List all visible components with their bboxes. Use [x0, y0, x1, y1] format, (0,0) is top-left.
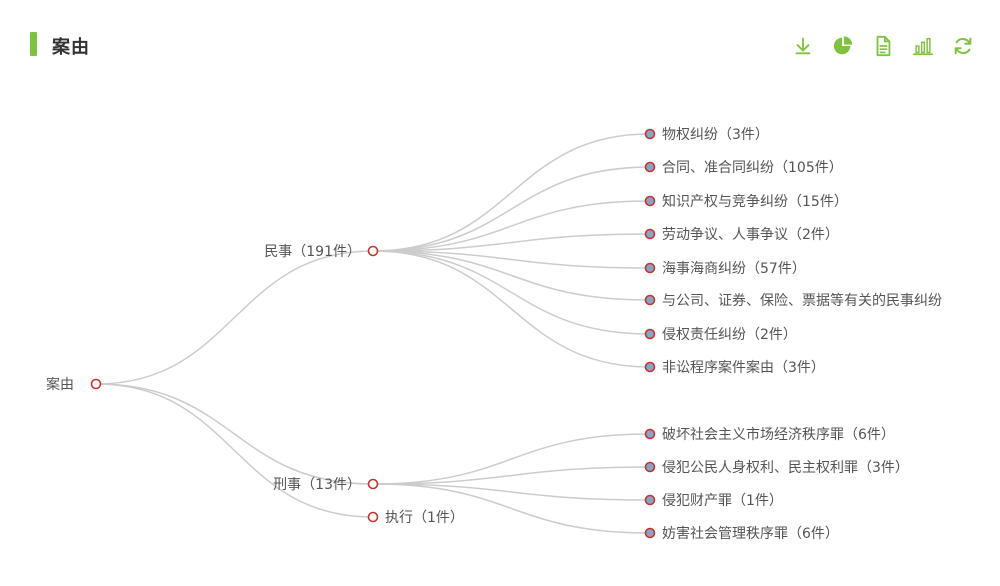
chart-toolbar: [776, 33, 976, 59]
node-label: 案由: [46, 376, 74, 393]
pie-chart-icon[interactable]: [830, 33, 856, 59]
bar-chart-icon[interactable]: [910, 33, 936, 59]
tree-node-leaf[interactable]: 妨害社会管理秩序罪（6件）: [644, 526, 839, 542]
node-marker: [644, 328, 656, 340]
node-label: 民事（191件）: [264, 244, 361, 260]
tree-node-leaf[interactable]: 侵犯公民人身权利、民主权利罪（3件）: [644, 459, 909, 476]
document-icon[interactable]: [870, 33, 896, 59]
tree-node-leaf[interactable]: 海事海商纠纷（57件）: [644, 261, 806, 277]
tree-node-leaf[interactable]: 侵犯财产罪（1件）: [644, 492, 783, 509]
panel-header: 案由: [0, 0, 1000, 90]
tree-node-leaf[interactable]: 知识产权与竞争纠纷（15件）: [644, 193, 848, 210]
node-label: 劳动争议、人事争议（2件）: [662, 227, 839, 243]
node-marker: [644, 228, 656, 240]
tree-node-leaf[interactable]: 破坏社会主义市场经济秩序罪（6件）: [644, 426, 895, 443]
tree-node-branch[interactable]: 民事（191件）: [264, 244, 379, 260]
tree-link: [372, 200, 651, 252]
tree-node-root[interactable]: 案由: [46, 376, 102, 393]
tree-link: [372, 250, 651, 368]
node-label: 合同、准合同纠纷（105件）: [662, 160, 843, 176]
node-marker: [644, 128, 656, 140]
tree-links: [95, 133, 651, 534]
refresh-icon[interactable]: [950, 33, 976, 59]
tree-link: [372, 233, 651, 252]
node-marker: [90, 378, 102, 390]
node-marker: [367, 478, 379, 490]
tree-node-leaf[interactable]: 非讼程序案件案由（3件）: [644, 359, 825, 376]
tree-link: [95, 383, 374, 485]
tree-node-leaf[interactable]: 侵权责任纠纷（2件）: [644, 326, 797, 343]
node-label: 刑事（13件）: [273, 477, 361, 493]
node-label: 与公司、证券、保险、票据等有关的民事纠纷: [662, 292, 942, 309]
tree-link: [372, 433, 651, 485]
node-label: 破坏社会主义市场经济秩序罪（6件）: [662, 426, 895, 443]
tree-node-leaf[interactable]: 合同、准合同纠纷（105件）: [644, 160, 843, 176]
node-marker: [644, 361, 656, 373]
node-marker: [644, 294, 656, 306]
node-label: 执行（1件）: [385, 510, 464, 526]
node-label: 物权纠纷（3件）: [662, 127, 769, 143]
tree-link: [372, 250, 651, 301]
tree-node-leaf[interactable]: 劳动争议、人事争议（2件）: [644, 227, 839, 243]
tree-link: [372, 483, 651, 534]
node-marker: [644, 262, 656, 274]
title-accent-bar: [30, 32, 37, 56]
tree-link: [95, 383, 374, 518]
node-marker: [644, 461, 656, 473]
node-marker: [367, 245, 379, 257]
node-label: 妨害社会管理秩序罪（6件）: [662, 526, 839, 542]
tree-nodes: 案由 民事（191件） 物权纠纷（3件） 合同、准合同纠纷（105件） 知识产权与竞争纠…: [46, 127, 942, 542]
node-label: 侵犯公民人身权利、民主权利罪（3件）: [662, 459, 909, 476]
node-label: 海事海商纠纷（57件）: [662, 261, 806, 277]
tree-link: [372, 483, 651, 501]
tree-node-leaf[interactable]: 与公司、证券、保险、票据等有关的民事纠纷: [644, 292, 943, 309]
tree-link: [372, 250, 651, 335]
node-marker: [644, 428, 656, 440]
tree-node-leaf[interactable]: 物权纠纷（3件）: [644, 127, 769, 143]
node-label: 侵权责任纠纷（2件）: [662, 326, 797, 343]
node-marker: [644, 195, 656, 207]
node-marker: [644, 161, 656, 173]
tree-node-branch[interactable]: 执行（1件）: [367, 510, 464, 526]
tree-link: [372, 133, 651, 252]
tree-link: [372, 166, 651, 252]
panel-title: 案由: [52, 37, 90, 58]
node-marker: [644, 494, 656, 506]
tree-node-branch[interactable]: 刑事（13件）: [273, 477, 379, 493]
download-icon[interactable]: [790, 33, 816, 59]
tree-link: [372, 466, 651, 485]
node-marker: [367, 511, 379, 523]
node-marker: [644, 527, 656, 539]
node-label: 侵犯财产罪（1件）: [662, 492, 783, 509]
node-label: 知识产权与竞争纠纷（15件）: [662, 193, 848, 210]
tree-link: [372, 250, 651, 269]
node-label: 非讼程序案件案由（3件）: [662, 359, 825, 376]
tree-link: [95, 250, 374, 385]
